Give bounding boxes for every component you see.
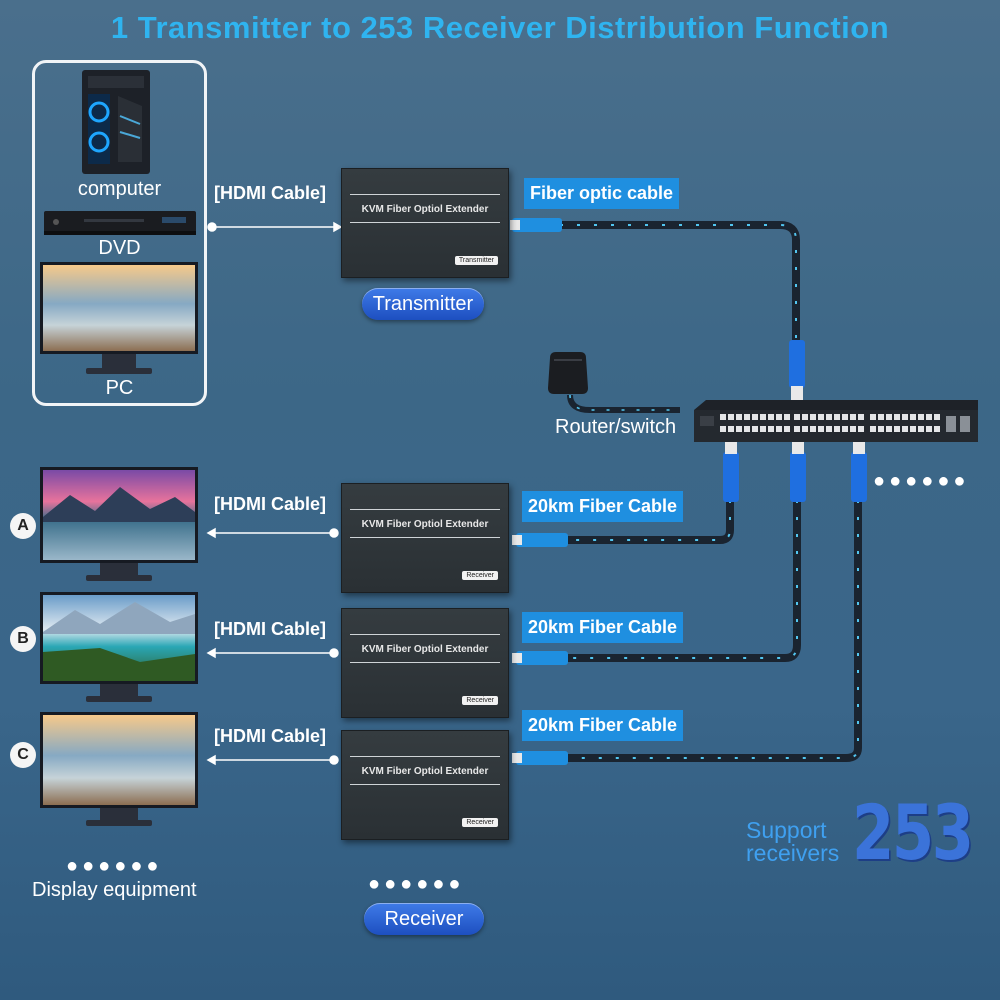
transmitter-box: KVM Fiber Optiol Extender Transmitter	[341, 168, 509, 278]
computer-tower-icon	[82, 70, 150, 174]
support-text: Support receivers	[746, 819, 839, 865]
display-equipment-label: Display equipment	[32, 879, 197, 901]
receiver-pill: Receiver	[364, 903, 484, 935]
hdmi-cable-receiver-b	[206, 647, 339, 659]
source-label-dvd: DVD	[98, 237, 141, 259]
support-line-2: receivers	[746, 840, 840, 866]
display-monitor-a	[40, 467, 198, 581]
hdmi-label-receiver-c: [HDMI Cable]	[214, 726, 326, 746]
more-outputs-dots: ●●●●●●	[873, 470, 970, 492]
page-title: 1 Transmitter to 253 Receiver Distributi…	[110, 10, 890, 45]
receiver-model-label-c: KVM Fiber Optiol Extender	[361, 766, 489, 777]
receiver-tag-b: Receiver	[462, 696, 498, 705]
fiber-cable-receiver-c	[512, 440, 867, 765]
hdmi-cable-receiver-c	[206, 754, 339, 766]
fiber-optic-label: Fiber optic cable	[524, 178, 680, 209]
display-monitor-c	[40, 712, 198, 826]
receiver-box-c: KVM Fiber Optiol Extender Receiver	[341, 730, 509, 840]
receiver-model-label-a: KVM Fiber Optiol Extender	[361, 519, 489, 530]
source-panel	[32, 60, 207, 406]
transmitter-model-label: KVM Fiber Optiol Extender	[361, 204, 489, 215]
network-switch-icon	[694, 400, 978, 442]
receiver-box-b: KVM Fiber Optiol Extender Receiver	[341, 608, 509, 718]
support-number: 253	[852, 788, 974, 877]
dvd-player-icon	[44, 211, 196, 235]
fiber-cable-receiver-b	[512, 440, 806, 665]
display-monitor-b	[40, 592, 198, 702]
receiver-dots: ●●●●●●	[368, 873, 465, 895]
hdmi-label-transmitter: [HDMI Cable]	[214, 183, 326, 203]
source-label-pc: PC	[105, 377, 134, 399]
receiver-tag-c: Receiver	[462, 818, 498, 827]
fiber-cable-transmitter	[510, 218, 805, 400]
hdmi-cable-receiver-a	[206, 527, 339, 539]
hdmi-label-receiver-a: [HDMI Cable]	[214, 494, 326, 514]
receiver-badge-a: A	[10, 513, 36, 539]
hdmi-label-receiver-b: [HDMI Cable]	[214, 619, 326, 639]
fiber-label-receiver-b: 20km Fiber Cable	[522, 612, 684, 643]
router-icon	[548, 352, 588, 394]
fiber-cable-receiver-a	[512, 440, 739, 547]
receiver-box-a: KVM Fiber Optiol Extender Receiver	[341, 483, 509, 593]
fiber-label-receiver-a: 20km Fiber Cable	[522, 491, 684, 522]
router-label: Router/switch	[555, 416, 677, 438]
hdmi-cable-transmitter	[207, 221, 343, 233]
transmitter-pill: Transmitter	[362, 288, 484, 320]
receiver-badge-b: B	[10, 626, 36, 652]
receiver-model-label-b: KVM Fiber Optiol Extender	[361, 644, 489, 655]
fiber-label-receiver-c: 20km Fiber Cable	[522, 710, 684, 741]
display-dots: ●●●●●●	[66, 855, 163, 877]
pc-monitor-icon	[40, 262, 198, 374]
support-line-1: Support	[746, 817, 827, 843]
transmitter-tag: Transmitter	[454, 256, 498, 265]
source-label-computer: computer	[77, 178, 162, 200]
receiver-badge-c: C	[10, 742, 36, 768]
router-cable	[567, 394, 680, 413]
receiver-tag-a: Receiver	[462, 571, 498, 580]
